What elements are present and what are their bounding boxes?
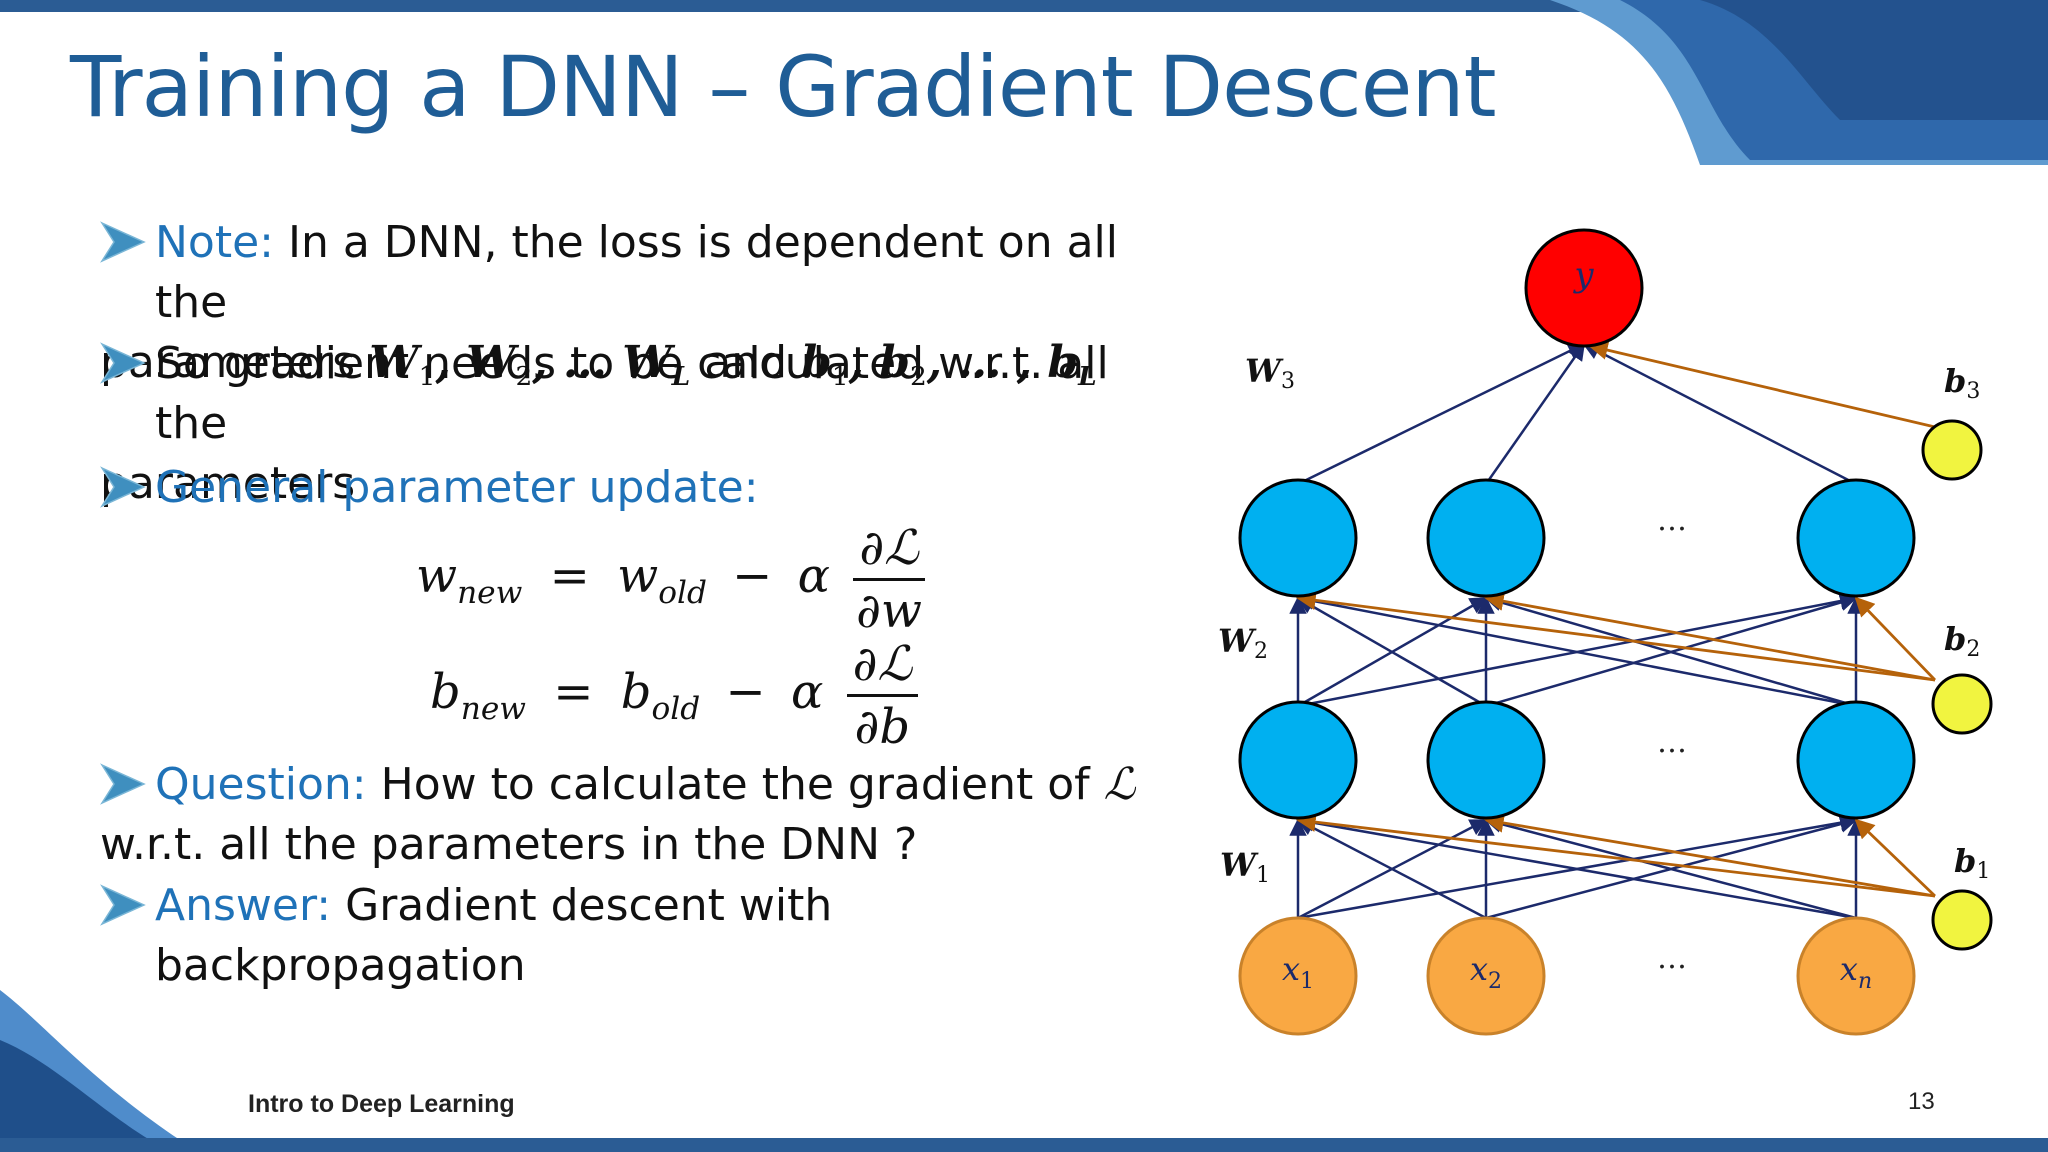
weight-label-3: W3: [1245, 352, 1295, 394]
hidden-node: [1238, 700, 1358, 820]
hidden-node: [1426, 700, 1546, 820]
question-text: How to calculate the gradient of: [380, 759, 1090, 810]
arrow-bullet-icon: [100, 466, 146, 508]
answer-text: Gradient descent with backpropagation: [155, 880, 833, 991]
input-label-n: xn: [1840, 950, 1872, 994]
hidden2-ellipsis: …: [1657, 503, 1687, 538]
bias-node-1: [1931, 889, 1993, 951]
bias-edges: [1296, 340, 1937, 898]
output-label: y: [1572, 255, 1594, 295]
note-and: and: [704, 337, 788, 388]
bullet-answer: Answer: Gradient descent with backpropag…: [100, 876, 1190, 996]
answer-label: Answer:: [155, 880, 332, 931]
question-label: Question:: [155, 759, 367, 810]
gradient-text: So gradient needs to be calculated w.r.t…: [155, 338, 1109, 449]
note-label: Note:: [155, 217, 274, 268]
bias-label-1: b1: [1954, 842, 1990, 884]
hidden-node: [1426, 478, 1546, 598]
question-cont: w.r.t. all the parameters in the DNN ?: [100, 819, 918, 870]
bias-node-2: [1931, 673, 1993, 735]
weight-edges-layer3: [1297, 342, 1857, 486]
param-biases: b1, b2, … , bL: [801, 337, 1097, 392]
bullet-question: Question: How to calculate the gradient …: [100, 755, 1190, 875]
input-label-1: x1: [1282, 950, 1314, 994]
weight-label-2: W2: [1218, 622, 1268, 664]
param-weights: W1, W2, … WL: [369, 337, 691, 392]
bias-update-equation: bnew = bold − α ∂ℒ ∂b: [430, 636, 919, 755]
input-node: [1426, 916, 1546, 1036]
bullet-update: General parameter update:: [100, 458, 1190, 518]
bias-label-3: b3: [1944, 362, 1980, 404]
slide-title: Training a DNN – Gradient Descent: [70, 38, 1497, 136]
bullet-note: Note: In a DNN, the loss is dependent on…: [100, 213, 1190, 407]
footer-course-name: Intro to Deep Learning: [248, 1090, 515, 1118]
hidden-node: [1796, 478, 1916, 598]
weight-label-1: W1: [1220, 846, 1270, 888]
weight-edges-layer1: [1289, 814, 1865, 920]
page-number: 13: [1908, 1088, 1935, 1115]
arrow-bullet-icon: [100, 884, 146, 926]
input-node: [1238, 916, 1358, 1036]
weight-update-equation: wnew = wold − α ∂ℒ ∂w: [416, 520, 925, 639]
loss-symbol: ℒ: [1103, 759, 1136, 810]
input-ellipsis: …: [1657, 941, 1687, 976]
hidden-node: [1238, 478, 1358, 598]
hidden-node: [1796, 700, 1916, 820]
arrow-bullet-icon: [100, 221, 146, 263]
arrow-bullet-icon: [100, 763, 146, 805]
bias-node-3: [1921, 419, 1983, 481]
hidden1-ellipsis: …: [1657, 725, 1687, 760]
update-label: General parameter update:: [155, 462, 759, 513]
output-node: [1524, 228, 1644, 348]
gradient-cont: parameters: [100, 458, 356, 509]
arrow-bullet-icon: [100, 342, 146, 384]
note-text: In a DNN, the loss is dependent on all t…: [155, 217, 1118, 328]
input-label-2: x2: [1470, 950, 1502, 994]
input-node: [1796, 916, 1916, 1036]
bullet-gradient: So gradient needs to be calculated w.r.t…: [100, 334, 1190, 514]
bias-label-2: b2: [1944, 620, 1980, 662]
